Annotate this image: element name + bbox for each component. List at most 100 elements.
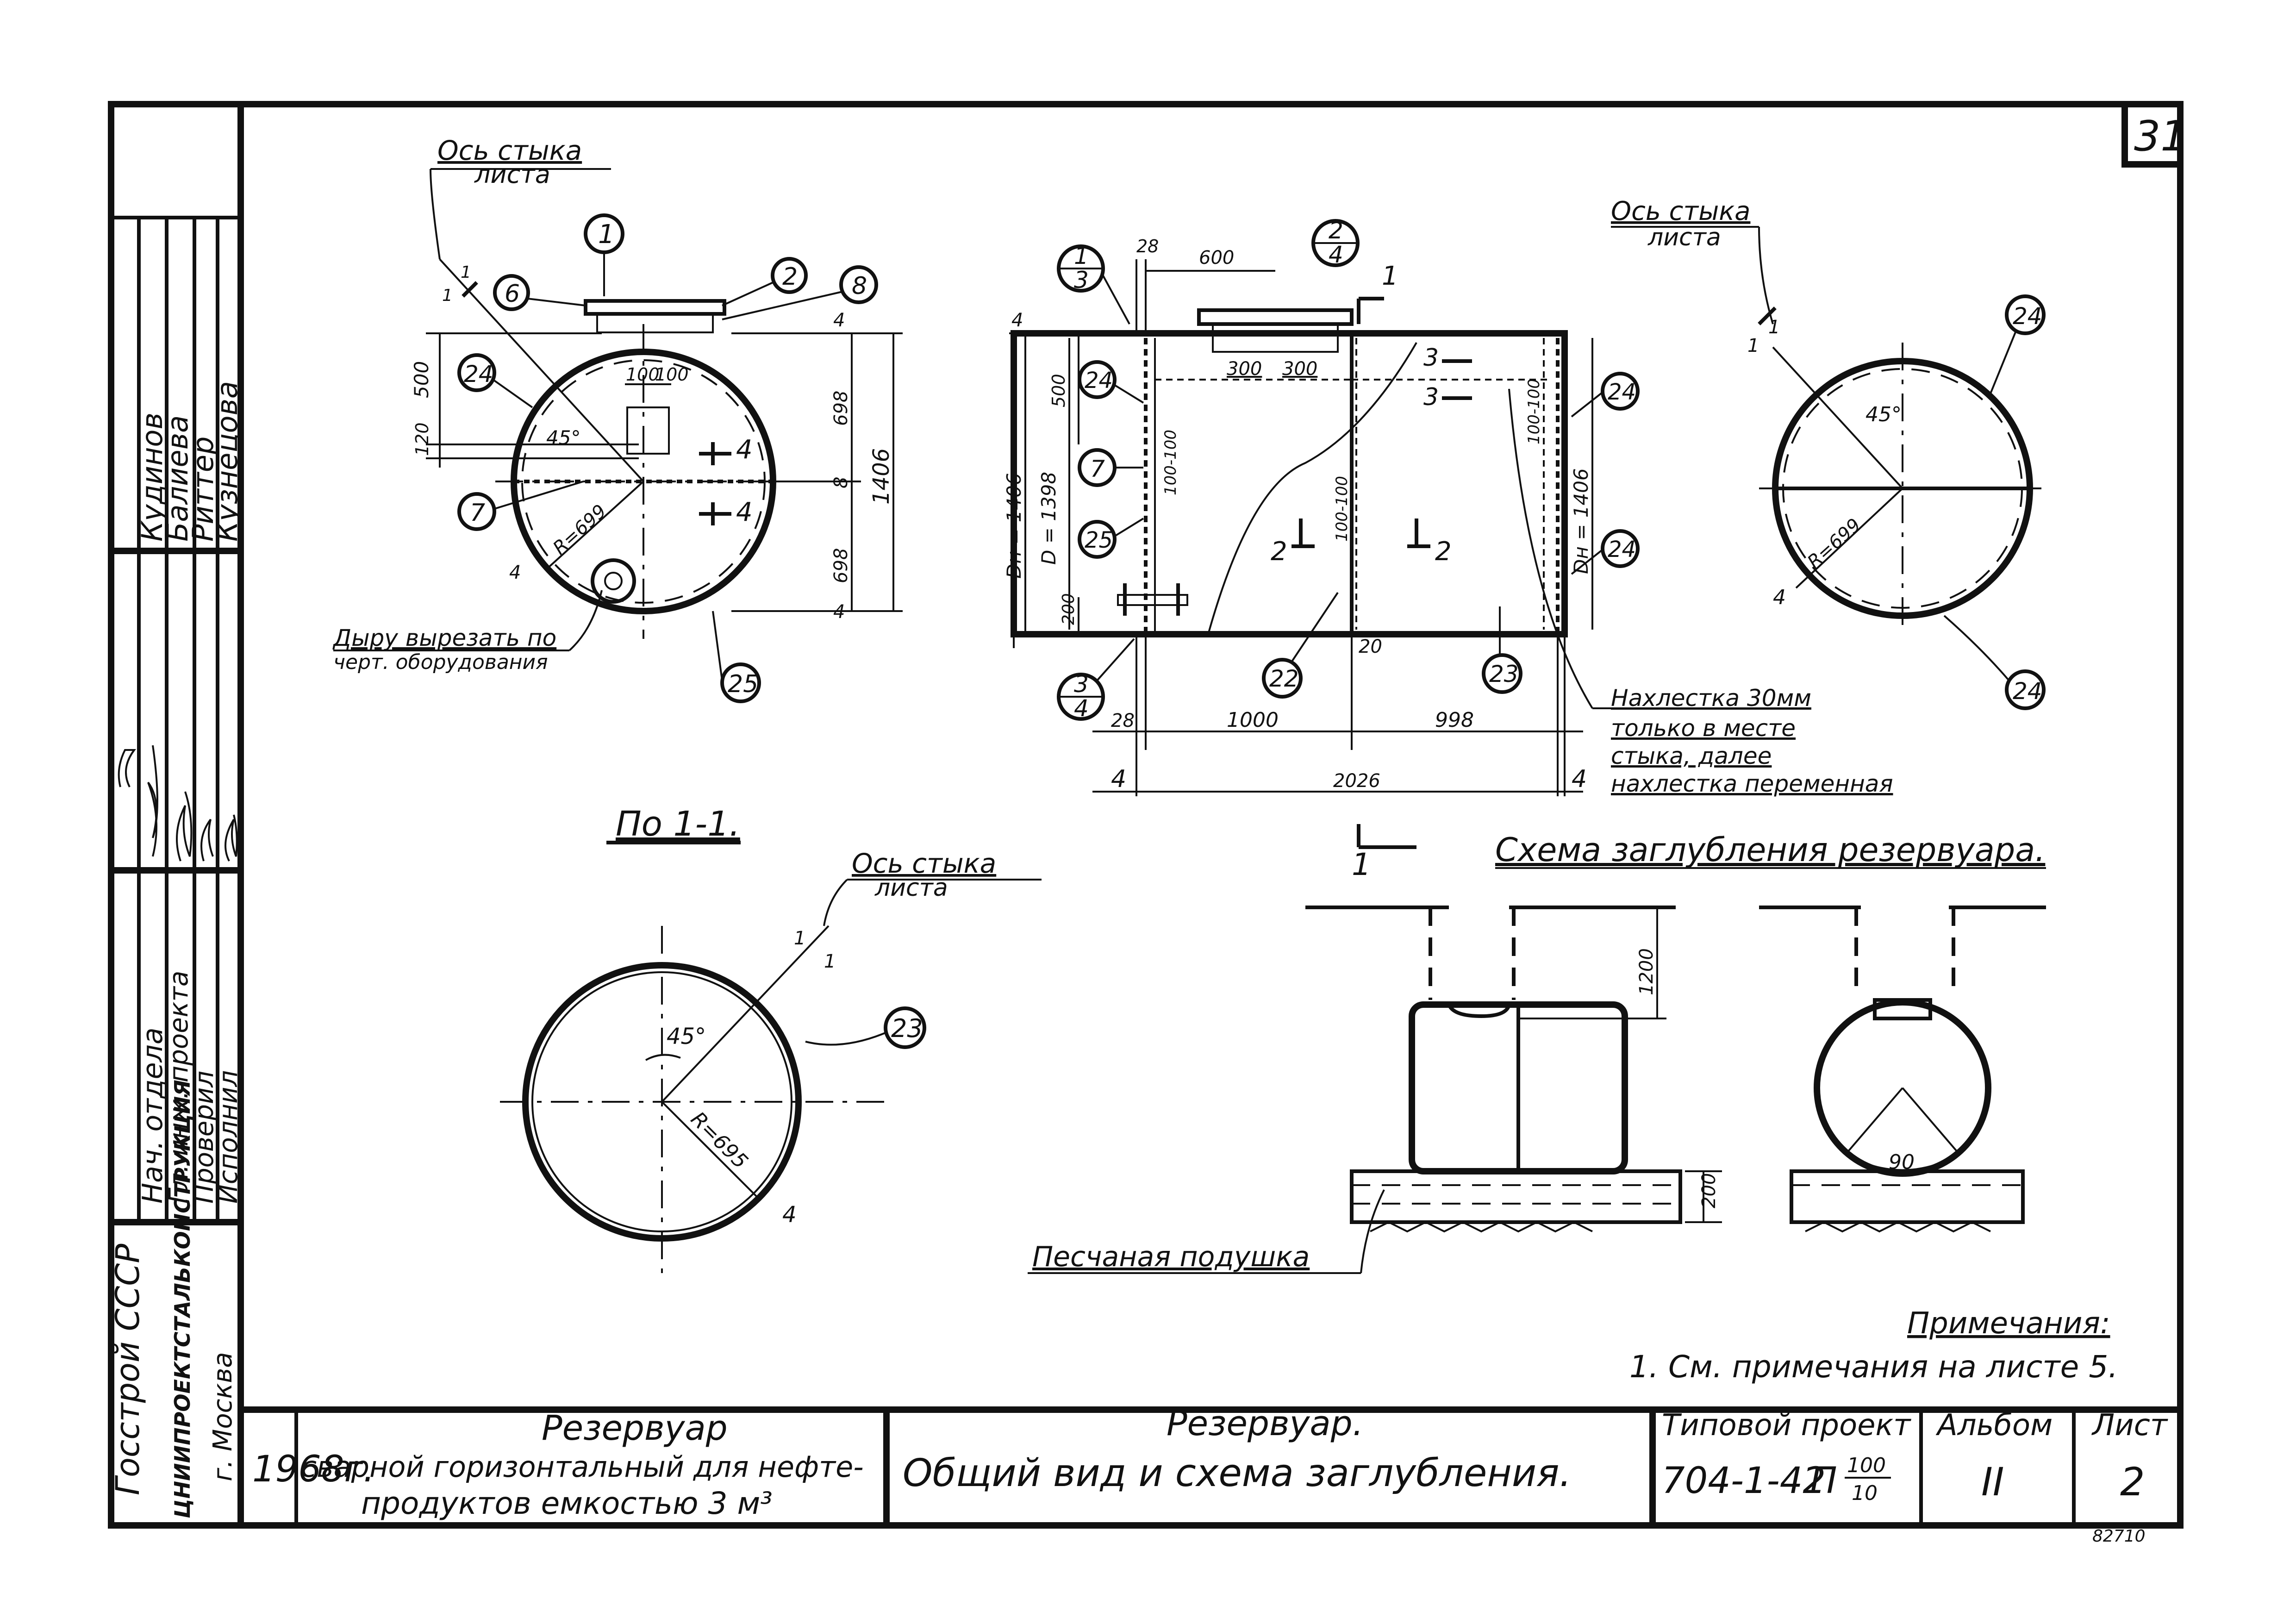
right-angle: 45° [1866, 403, 1902, 426]
left-marker-6: 6 [505, 280, 520, 308]
burial-dim-1200: 1200 [1636, 948, 1657, 995]
left-dim-1a: 1 [461, 263, 471, 282]
mid-frac-1-den: 3 [1074, 267, 1089, 294]
left-marker-25: 25 [728, 670, 758, 698]
mid-marker-22: 22 [1269, 665, 1299, 692]
corner-sheet-number: 31 [2134, 112, 2187, 161]
burial-title: Схема заглубления резервуара. [1495, 831, 2045, 869]
project-code: 704-1-42 [1662, 1460, 1826, 1502]
section-dim-1b: 1 [824, 951, 836, 972]
mid-dim-100-100-a: 100-100 [1161, 430, 1180, 495]
overlap-note-4: нахлестка переменная [1611, 770, 1893, 797]
mid-dim-200: 200 [1059, 593, 1078, 625]
left-dim-4-top: 4 [833, 310, 845, 331]
mid-section-3b: 3 [1423, 383, 1439, 411]
mid-dim-2026: 2026 [1333, 770, 1380, 792]
left-marker-2: 2 [782, 263, 798, 291]
mid-section-1-top: 1 [1382, 261, 1398, 291]
title-year: 1968г. [252, 1449, 374, 1490]
mid-marker-23: 23 [1489, 661, 1519, 687]
left-dim-100b: 100 [655, 364, 689, 385]
right-marker-24b: 24 [2013, 678, 2042, 705]
sheet-frame [108, 101, 2184, 1529]
left-marker-1: 1 [598, 219, 615, 250]
sheet-title-line-2: Общий вид и схема заглубления. [903, 1451, 1572, 1495]
hole-note-2: черт. оборудования [333, 650, 548, 674]
mid-marker-24c: 24 [1608, 537, 1636, 562]
section-dim-4: 4 [782, 1202, 797, 1228]
notes-title: Примечания: [1907, 1306, 2110, 1341]
title-block [241, 1406, 2180, 1525]
burial-scheme [1028, 867, 2046, 1274]
sheet-title-line-1: Резервуар. [1167, 1404, 1363, 1443]
stamp-org-1: Госстрой СССР [109, 1243, 147, 1495]
left-dim-120: 120 [412, 422, 432, 456]
stamp-org-3: г. Москва [208, 1352, 238, 1481]
mid-dim-28-top: 28 [1136, 236, 1159, 256]
left-marker-7: 7 [470, 499, 485, 527]
mid-section-1-bottom: 1 [1352, 847, 1371, 882]
mid-dim-4-top: 4 [1011, 310, 1023, 331]
section-axis-note-1: Ось стыка [852, 848, 996, 879]
project-frac-num: 100 [1847, 1454, 1886, 1477]
signatures [118, 745, 238, 862]
object-line-1: Резервуар [542, 1408, 728, 1448]
right-axis-note-2: листа [1647, 224, 1721, 251]
section-radius: R=695 [686, 1107, 752, 1174]
stamp-name-1: Кудинов [135, 412, 169, 542]
middle-top-view [1009, 219, 1796, 849]
left-dim-4-leader: 4 [509, 562, 521, 583]
mid-dim-500: 500 [1048, 374, 1069, 407]
stamp-name-4: Кузнецова [210, 381, 244, 542]
hole-note-1: Дыру вырезать по [332, 625, 556, 651]
right-dim-4: 4 [1773, 586, 1786, 609]
mid-dia-inner: D = 1398 [1037, 472, 1060, 565]
mid-dim-300b: 300 [1282, 358, 1317, 380]
mid-frac-2-num: 2 [1329, 217, 1343, 244]
left-marker-8: 8 [852, 272, 867, 300]
sand-pad-label: Песчаная подушка [1032, 1241, 1310, 1273]
left-dim-100a: 100 [626, 364, 660, 385]
left-marker-24: 24 [464, 361, 493, 387]
mid-marker-7: 7 [1090, 456, 1105, 482]
section-angle: 45° [667, 1024, 706, 1049]
burial-dim-90: 90 [1889, 1150, 1915, 1174]
right-axis-note-1: Ось стыка [1611, 196, 1750, 226]
left-axis-note-2: листа [474, 160, 550, 189]
mid-section-2b: 2 [1435, 537, 1452, 567]
mid-dim-300a: 300 [1227, 358, 1262, 380]
notes-text: 1. См. примечания на листе 5. [1629, 1349, 2118, 1385]
left-dim-1b: 1 [442, 286, 453, 305]
mid-frac-1-num: 1 [1074, 243, 1089, 269]
mid-dim-998: 998 [1435, 708, 1474, 732]
overlap-note-3: стыка, далее [1611, 743, 1772, 769]
sheet-label: Лист [2091, 1408, 2168, 1443]
left-section-mark-b: 4 [736, 497, 753, 527]
left-dim-698b: 698 [830, 548, 852, 583]
sheet-value: 2 [2120, 1459, 2145, 1505]
section-dim-1a: 1 [794, 928, 805, 949]
mid-marker-24b: 24 [1608, 379, 1636, 405]
stamp-name-2: Балиева [161, 415, 194, 542]
album-label: Альбом [1935, 1408, 2053, 1443]
left-top-view [333, 168, 903, 703]
left-dim-500: 500 [410, 361, 433, 398]
left-axis-note-1: Ось стыка [437, 135, 582, 166]
stamp-role-2: Гл. инж. проекта [164, 971, 194, 1204]
right-marker-24a: 24 [2013, 303, 2042, 330]
overlap-note-2: только в месте [1611, 715, 1796, 742]
section-1-1-view [500, 841, 1042, 1278]
mid-dia-outer: Dн = 1406 [1003, 473, 1025, 579]
object-line-3: продуктов емкостью 3 м³ [361, 1486, 773, 1521]
stamp-name-3: Риттер [186, 437, 220, 542]
album-value: II [1981, 1459, 2004, 1505]
stamp-role-1: Нач. отдела [137, 1027, 169, 1204]
section-axis-note-2: листа [874, 874, 948, 902]
burial-dim-200: 200 [1698, 1173, 1720, 1208]
right-dim-1b: 1 [1747, 335, 1759, 356]
left-dim-4-bottom: 4 [833, 601, 845, 623]
mid-dim-4-left: 4 [1111, 765, 1126, 793]
mid-dim-4-right: 4 [1572, 765, 1587, 793]
stamp-role-3: Проверил [189, 1071, 219, 1204]
